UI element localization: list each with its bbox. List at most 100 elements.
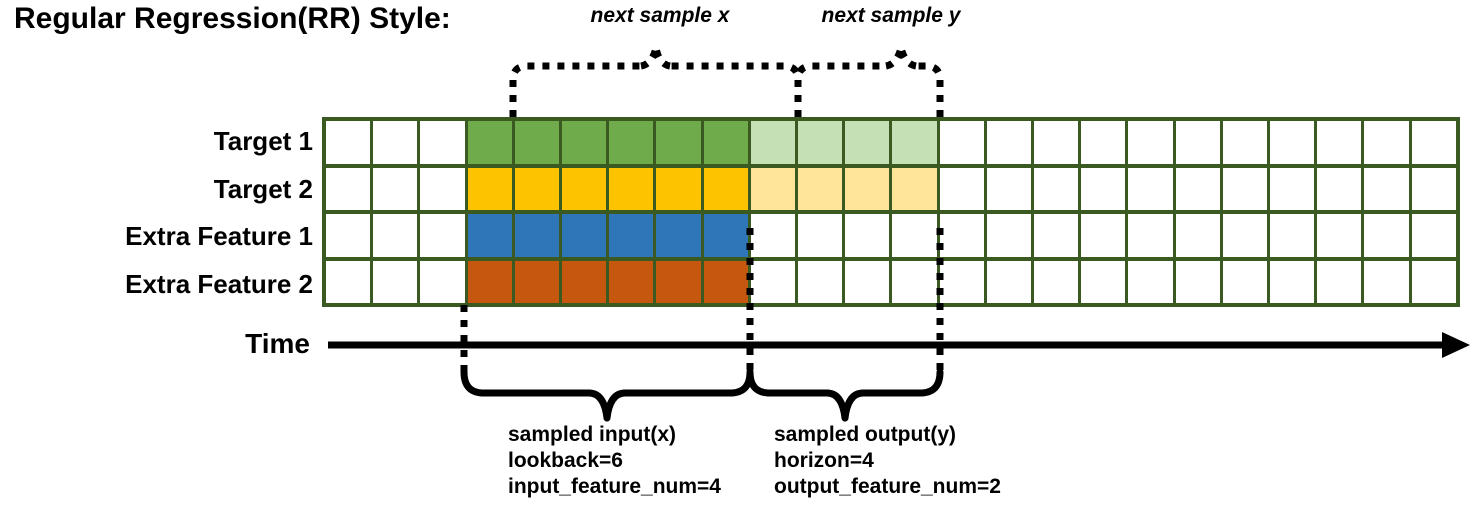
grid-cell (1364, 214, 1409, 257)
grid-cell (420, 260, 465, 303)
time-axis-arrowhead (1442, 332, 1470, 358)
grid-cell (1270, 260, 1315, 303)
grid-cell (986, 214, 1032, 257)
grid-cell (562, 260, 607, 303)
grid-cell (467, 214, 512, 257)
row-label-target-1: Target 1 (213, 126, 313, 156)
grid-cell (656, 260, 701, 303)
sampled-input-line-1: sampled input(x) (508, 423, 677, 446)
grid-cell (1270, 121, 1315, 164)
grid-cell (656, 214, 701, 257)
brace-sampled-input-left (460, 368, 611, 422)
grid-row-target-2 (326, 167, 1456, 210)
grid-cell (1317, 260, 1362, 303)
brace-next-x-tip-left (640, 47, 660, 70)
grid-cell (1034, 260, 1079, 303)
grid-cell (420, 121, 465, 164)
grid-cell (1081, 167, 1126, 210)
grid-cell (514, 214, 560, 257)
brace-sampled-output-right (841, 368, 944, 422)
grid-cell (798, 214, 843, 257)
grid-cell (1034, 214, 1079, 257)
grid-cell (562, 214, 607, 257)
brace-next-y-tip-left (885, 47, 905, 70)
grid-cell (326, 121, 371, 164)
grid-row-extra-feature-1 (326, 214, 1456, 257)
grid-cell (514, 121, 560, 164)
grid-cell (750, 121, 796, 164)
grid-cell (1411, 214, 1456, 257)
next-sample-y-label: next sample y (821, 4, 961, 27)
grid-cell (703, 214, 748, 257)
grid-cell (939, 167, 984, 210)
grid-cell (703, 260, 748, 303)
grid-cell (1128, 121, 1173, 164)
grid-cell (1411, 260, 1456, 303)
grid-cell (939, 260, 984, 303)
grid-cell (892, 214, 937, 257)
grid-cell (750, 260, 796, 303)
time-axis-label: Time (245, 328, 310, 359)
grid-cell (1317, 121, 1362, 164)
grid-cell (750, 214, 796, 257)
grid-cell (514, 167, 560, 210)
grid-cell (1175, 214, 1220, 257)
grid-cell (1222, 214, 1268, 257)
grid-cell (467, 121, 512, 164)
grid-cell (1128, 167, 1173, 210)
row-label-target-2: Target 2 (213, 174, 313, 204)
brace-next-y-tip-right (897, 47, 917, 70)
grid-cell (1411, 167, 1456, 210)
grid-cell (1364, 167, 1409, 210)
grid-cell (986, 167, 1032, 210)
grid-cell (939, 121, 984, 164)
grid-cell (1411, 121, 1456, 164)
row-label-extra-feature-2: Extra Feature 2 (125, 269, 313, 299)
grid-cell (373, 121, 418, 164)
grid-cell (986, 121, 1032, 164)
grid-cell (514, 260, 560, 303)
grid-cell (609, 260, 654, 303)
grid-cell (656, 121, 701, 164)
grid-cell (845, 260, 890, 303)
sampled-input-line-3: input_feature_num=4 (508, 475, 721, 498)
grid-cell (1175, 260, 1220, 303)
grid-cell (326, 260, 371, 303)
grid-cell (892, 167, 937, 210)
grid-cell (420, 214, 465, 257)
grid-cell (1175, 121, 1220, 164)
grid-cell (1128, 214, 1173, 257)
grid-cell (845, 167, 890, 210)
grid-cell (1270, 214, 1315, 257)
brace-next-x-right (670, 62, 802, 117)
row-label-extra-feature-1: Extra Feature 1 (125, 221, 313, 251)
grid-cell (845, 121, 890, 164)
grid-cell (1317, 167, 1362, 210)
grid-cell (1222, 121, 1268, 164)
sampled-output-line-3: output_feature_num=2 (774, 475, 1001, 498)
grid-cell (609, 167, 654, 210)
grid-cell (326, 167, 371, 210)
grid-cell (939, 214, 984, 257)
brace-next-x-left (509, 62, 641, 117)
grid-cell (1081, 260, 1126, 303)
grid-cell (1175, 167, 1220, 210)
brace-next-x-tip-right (652, 47, 671, 70)
grid-cell (1081, 121, 1126, 164)
grid-row-target-1 (326, 121, 1456, 164)
grid-cell (1364, 121, 1409, 164)
grid-cell (1034, 121, 1079, 164)
brace-sampled-input-right (603, 368, 754, 422)
grid-cell (1317, 214, 1362, 257)
grid-cell (1364, 260, 1409, 303)
grid-cell (1081, 214, 1126, 257)
grid-cell (609, 121, 654, 164)
brace-next-y-left (794, 62, 886, 117)
grid-cell (798, 260, 843, 303)
timeline-grid (322, 117, 1460, 307)
sampled-output-line-1: sampled output(y) (774, 423, 956, 446)
grid-cell (609, 214, 654, 257)
grid-cell (1222, 260, 1268, 303)
sampled-output-line-2: horizon=4 (774, 449, 874, 472)
